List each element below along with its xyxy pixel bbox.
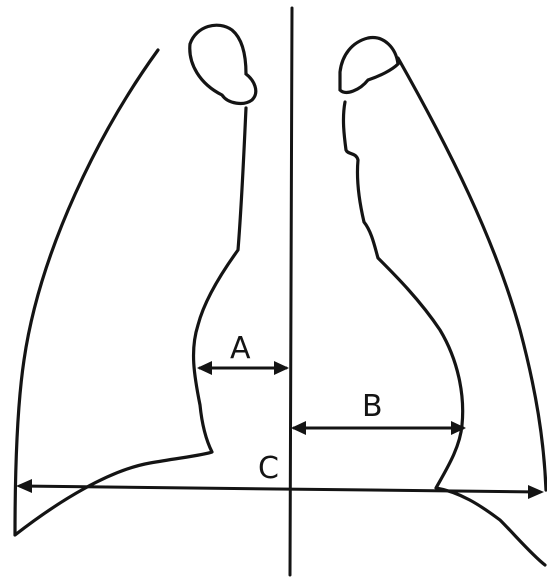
right-lung-outline [15,50,246,535]
right-lung [15,16,256,535]
measure-c-line [20,486,540,492]
measure-c-arrow-left [16,479,32,493]
label-b: B [362,389,383,424]
label-c: C [258,451,279,486]
measure-b-arrow-left [291,421,306,435]
measure-a-arrow-right [274,361,289,375]
measure-c-arrow-right [528,485,544,499]
left-lung [340,22,546,565]
label-a: A [230,331,251,366]
left-clavicle-head [340,38,398,93]
left-lung-outline [343,102,545,565]
right-clavicle-head [190,25,256,103]
measure-a-arrow-left [197,361,212,375]
left-lung-lateral-border [398,58,546,490]
